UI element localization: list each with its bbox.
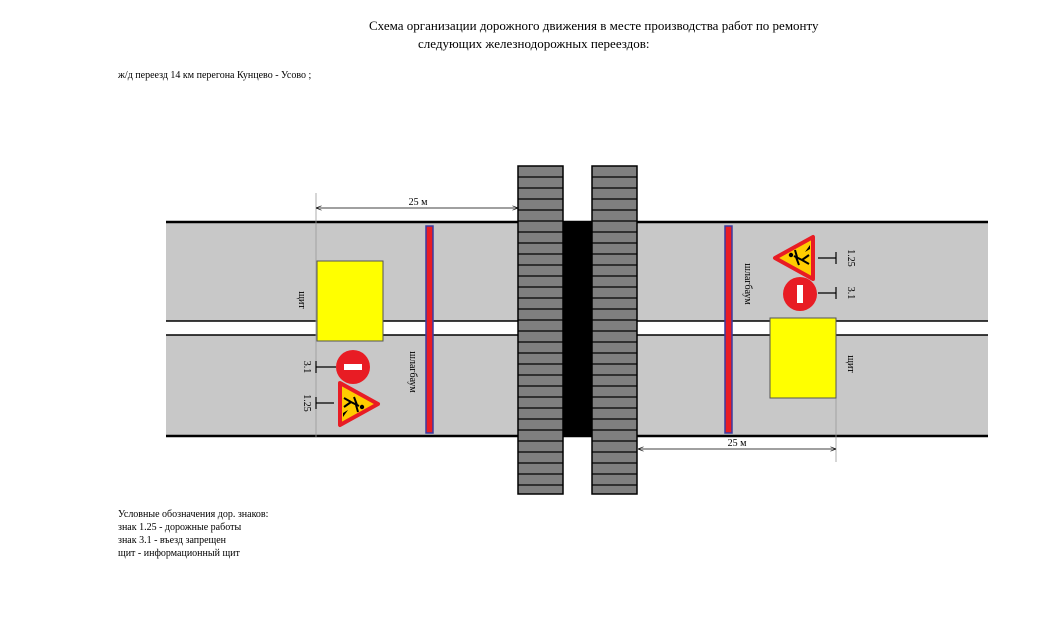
track-left (517, 165, 564, 495)
legend: Условные обозначения дор. знаков: знак 1… (118, 508, 268, 560)
road-works-icon (773, 235, 815, 281)
road-works-icon (338, 381, 380, 427)
title-line-2: следующих железнодорожных переездов: (418, 36, 650, 51)
barrier-right: шлагбаум (724, 225, 753, 434)
barrier-left: шлагбаум (407, 225, 434, 434)
crossing-name: ж/д переезд 14 км перегона Кунцево - Усо… (118, 70, 312, 81)
info-shield-left: щит (296, 260, 384, 342)
road-works-right-code: 1.25 (845, 249, 856, 267)
legend-title: Условные обозначения дор. знаков: (118, 509, 269, 520)
no-entry-left-code: 3.1 (301, 361, 312, 374)
legend-item-shield: щит - информационный щит (118, 548, 240, 559)
dimension-right-label: 25 м (728, 438, 748, 449)
no-entry-right-code: 3.1 (845, 287, 856, 300)
barrier-left-label: шлагбаум (407, 351, 418, 393)
road-works-sign-right: 1.25 (773, 235, 856, 281)
track-right (591, 165, 638, 495)
shield-left-label: щит (296, 291, 307, 309)
dimension-left-label: 25 м (409, 197, 429, 208)
info-shield-right: щит (769, 317, 856, 399)
shield-right-label: щит (845, 355, 856, 373)
no-entry-sign-left: 3.1 (301, 350, 370, 384)
title-line-1: Схема организации дорожного движения в м… (369, 18, 819, 33)
no-entry-sign-right: 3.1 (783, 277, 856, 311)
dimension-left: 25 м (315, 193, 518, 437)
legend-item-road-works: знак 1.25 - дорожные работы (118, 522, 242, 533)
barrier-right-label: шлагбаум (742, 263, 753, 305)
railway-crossing (517, 165, 638, 495)
legend-item-no-entry: знак 3.1 - въезд запрещен (118, 535, 227, 546)
road-works-left-code: 1.25 (301, 394, 312, 412)
road-works-sign-left: 1.25 (301, 381, 380, 427)
